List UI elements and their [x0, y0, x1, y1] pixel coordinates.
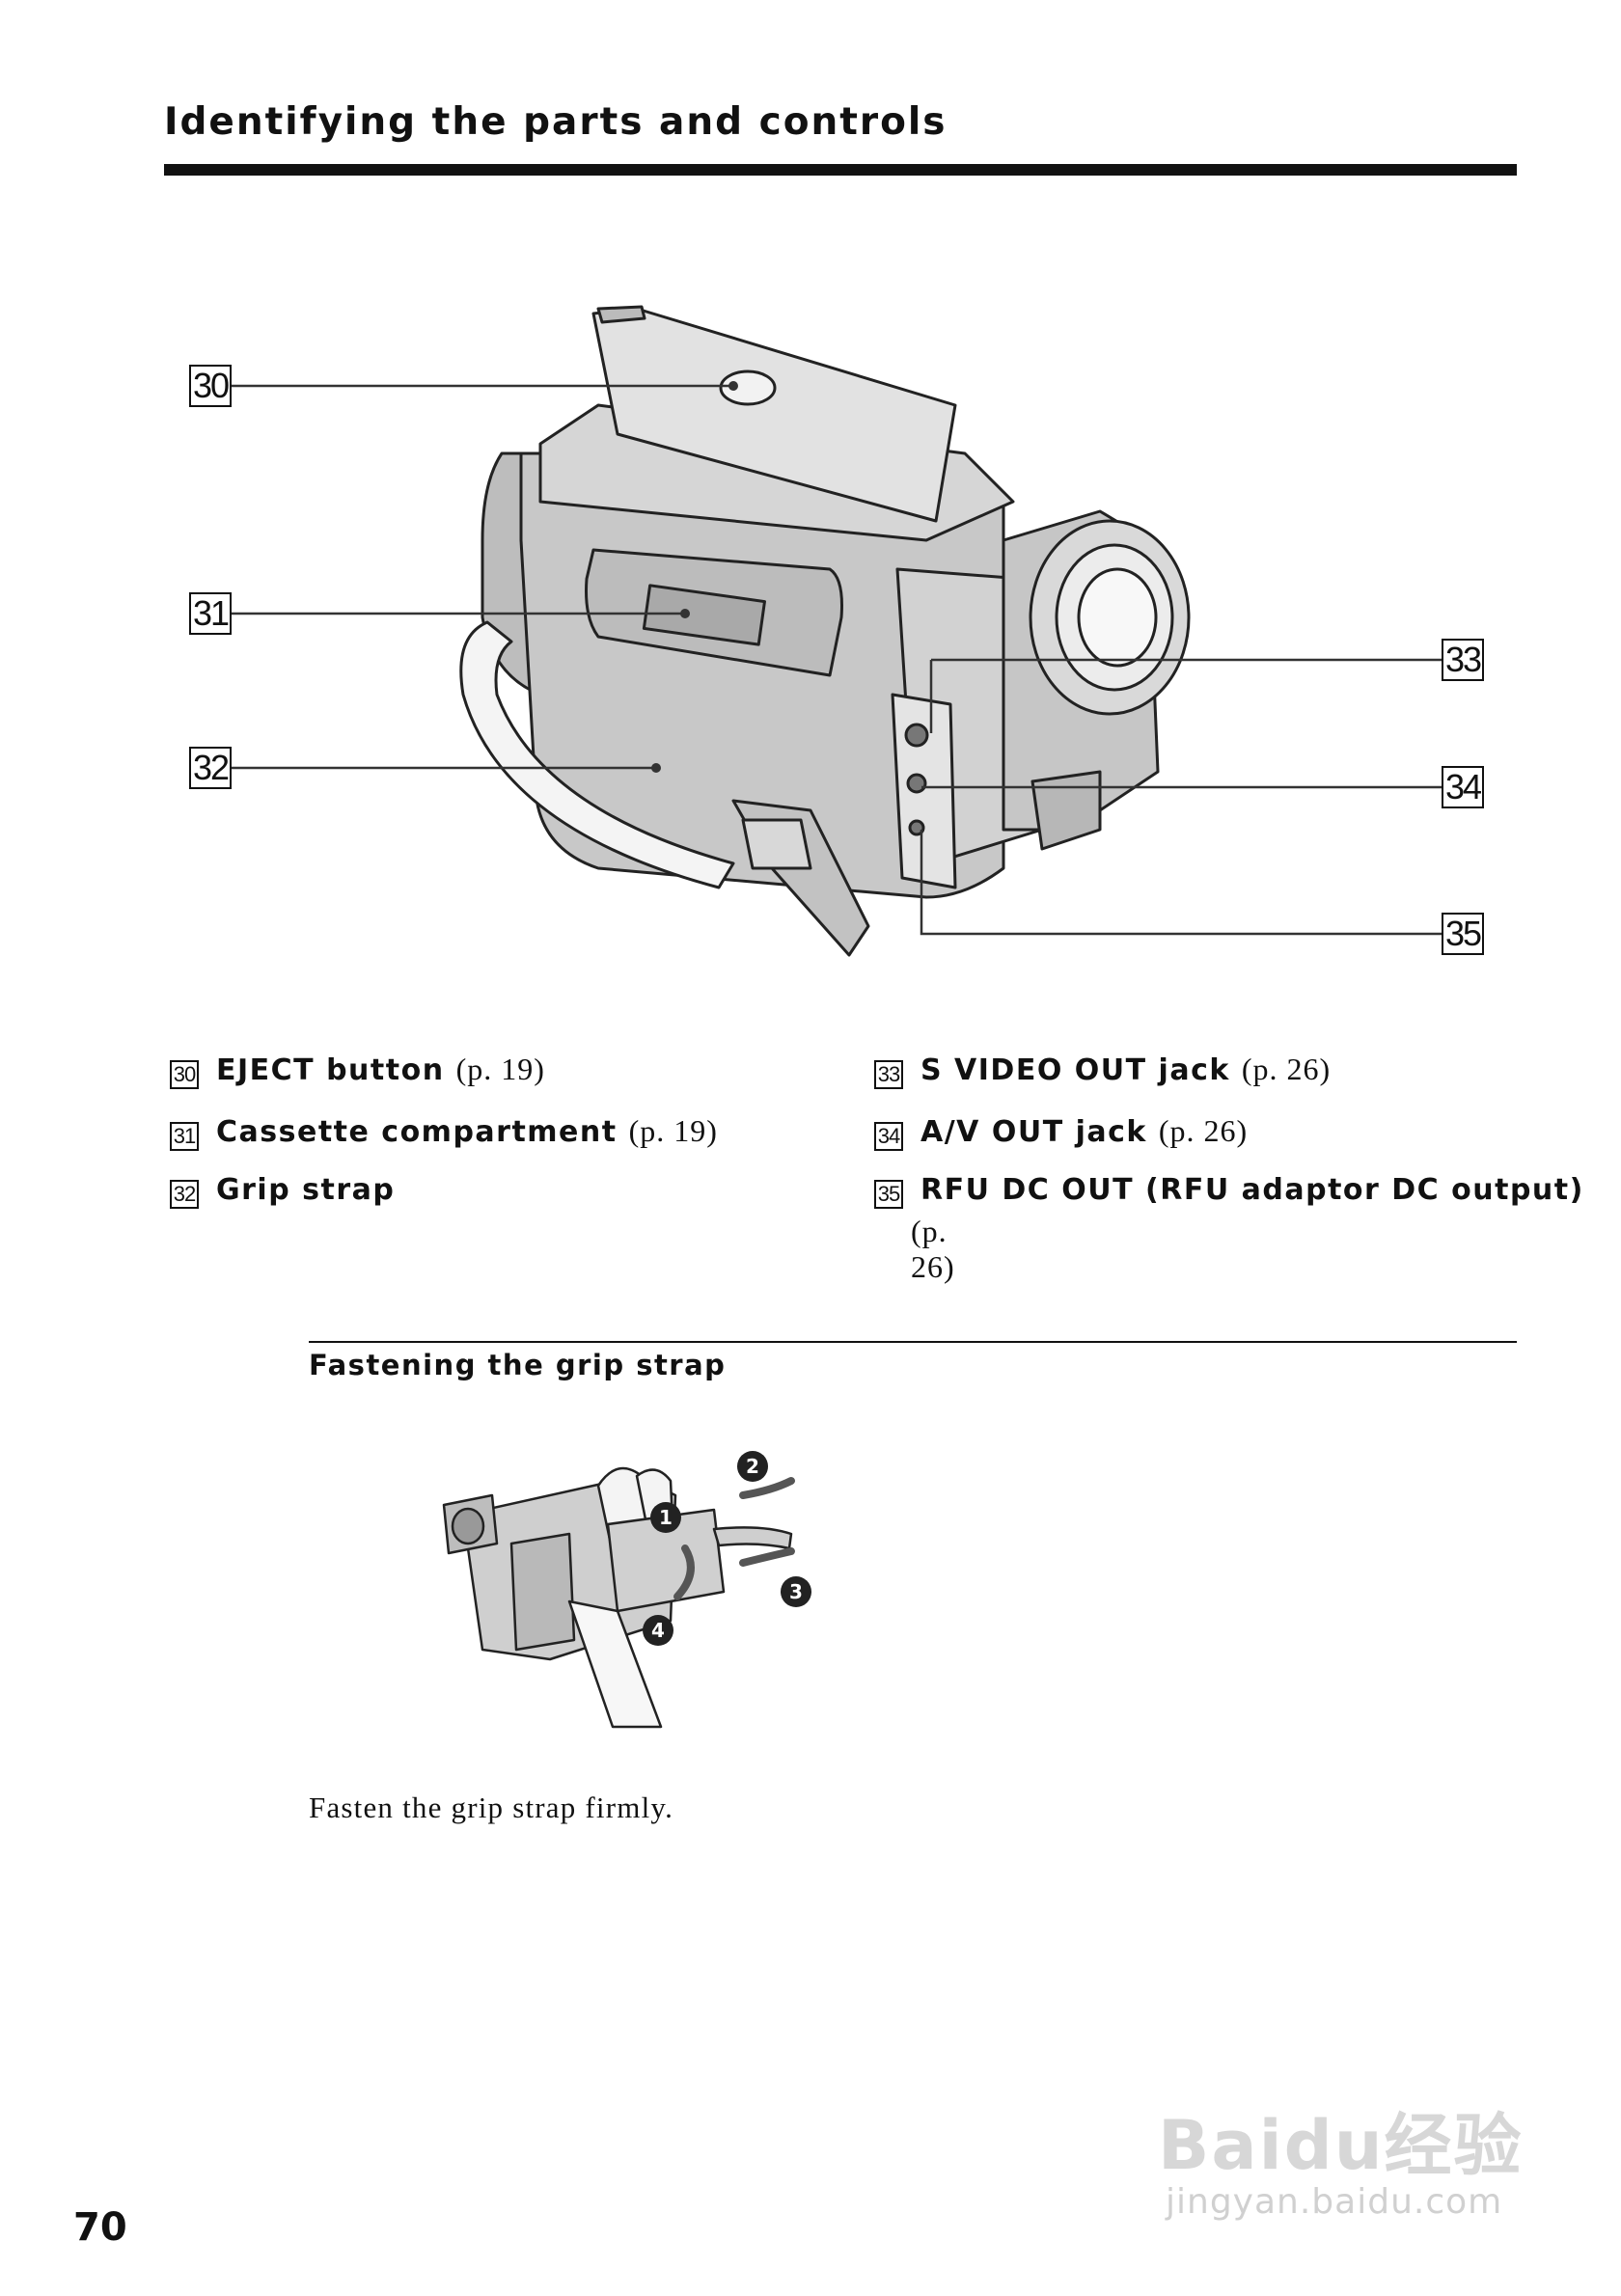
legend-page-ref: (p. 26): [1158, 1113, 1249, 1148]
legend-number: 34: [874, 1122, 903, 1151]
legend-page-ref: (p. 19): [455, 1052, 545, 1086]
step-1-marker: [650, 1502, 681, 1533]
watermark-logo-text: Baidu经验: [1158, 2106, 1524, 2185]
legend-page-ref: (p. 19): [628, 1113, 718, 1148]
step-2-label: 2: [746, 1455, 759, 1478]
section-title: Fastening the grip strap: [309, 1349, 727, 1381]
legend-label: S VIDEO OUT jack: [920, 1053, 1230, 1087]
legend-label: Grip strap: [216, 1173, 396, 1207]
legend-label: EJECT button: [216, 1053, 445, 1087]
legend-item-eject: 30 EJECT button (p. 19): [170, 1052, 545, 1089]
callout-34: 34: [1442, 766, 1484, 808]
legend-item-cassette: 31 Cassette compartment (p. 19): [170, 1113, 718, 1151]
page-number: 70: [73, 2205, 127, 2250]
callout-35: 35: [1442, 913, 1484, 955]
section-rule: [309, 1341, 1517, 1343]
legend-label: RFU DC OUT (RFU adaptor DC output): [920, 1173, 1584, 1207]
legend-item-s-video: 33 S VIDEO OUT jack (p. 26): [874, 1052, 1332, 1089]
step-2-marker: [737, 1451, 768, 1482]
legend-number: 30: [170, 1060, 199, 1089]
step-4-marker: [643, 1615, 673, 1646]
camcorder-illustration: [232, 305, 1442, 957]
legend-item-rfu-dc-out: 35 RFU DC OUT (RFU adaptor DC output): [874, 1173, 1584, 1209]
watermark-url: jingyan.baidu.com: [1166, 2182, 1503, 2222]
grip-strap-illustration: 1 2 3 4: [442, 1451, 811, 1729]
callout-31: 31: [189, 592, 232, 635]
header-rule: [164, 164, 1517, 176]
legend-number: 31: [170, 1122, 199, 1151]
legend-page-ref: (p. 26): [911, 1214, 955, 1284]
legend-number: 32: [170, 1180, 199, 1209]
legend-page-ref: (p. 26): [1241, 1052, 1332, 1086]
legend-number: 35: [874, 1180, 903, 1209]
step-3-label: 3: [789, 1580, 803, 1603]
step-3-marker: [781, 1576, 811, 1607]
callout-30: 30: [189, 365, 232, 407]
legend-label: Cassette compartment: [216, 1115, 618, 1149]
step-4-label: 4: [651, 1619, 665, 1642]
callout-33: 33: [1442, 639, 1484, 681]
callout-32: 32: [189, 747, 232, 789]
legend-item-av-out: 34 A/V OUT jack (p. 26): [874, 1113, 1249, 1151]
legend-item-grip-strap: 32 Grip strap: [170, 1173, 396, 1209]
instruction-text: Fasten the grip strap firmly.: [309, 1790, 674, 1824]
step-1-label: 1: [659, 1506, 673, 1529]
legend-label: A/V OUT jack: [920, 1115, 1147, 1149]
legend-number: 33: [874, 1060, 903, 1089]
page-title: Identifying the parts and controls: [164, 100, 948, 144]
